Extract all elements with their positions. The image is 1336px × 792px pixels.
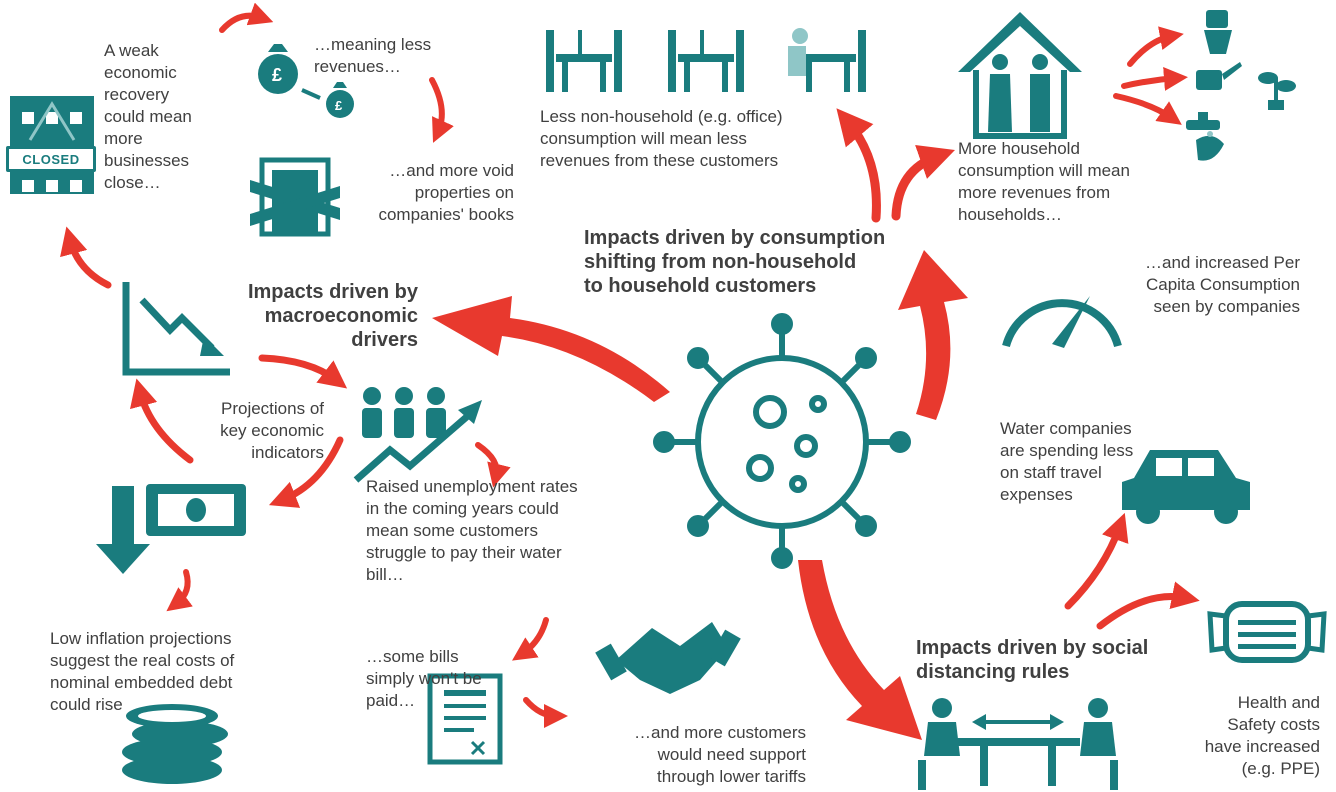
arrow-to-void <box>429 77 454 143</box>
people-growth-icon <box>353 387 482 483</box>
text-less-revenues: …meaning less revenues… <box>314 35 432 76</box>
arrow-to-unemployment <box>475 442 511 488</box>
closed-building-icon <box>10 96 94 194</box>
house-family-icon <box>958 12 1082 139</box>
plant-icon <box>1258 72 1296 110</box>
car-icon <box>1122 450 1250 524</box>
big-arrow-to-consumption <box>898 250 968 420</box>
arrow-to-cash <box>268 436 344 508</box>
handshake-icon <box>595 622 741 694</box>
virus-icon <box>653 313 911 569</box>
text-void-properties: …and more void properties on companies' … <box>378 161 514 224</box>
distanced-meeting-icon <box>918 698 1118 790</box>
office-table-icon <box>668 30 744 92</box>
arrow-to-non-household <box>836 108 881 223</box>
arrow-to-support <box>523 697 568 728</box>
declining-chart-icon <box>122 282 230 376</box>
arrow-chart-to-people <box>258 354 348 389</box>
text-unemployment: Raised unemployment rates in the coming … <box>366 477 578 584</box>
arrow-projections-to-chart <box>130 378 194 464</box>
big-arrow-to-macro <box>432 296 670 402</box>
svg-text:£: £ <box>335 98 343 113</box>
speedometer-icon <box>1002 296 1122 348</box>
closed-sign: CLOSED <box>6 146 96 172</box>
text-staff-travel: Water companies are spending less on sta… <box>1000 419 1134 504</box>
svg-text:£: £ <box>272 65 282 85</box>
arrow-to-watering <box>1121 66 1188 91</box>
arrow-to-mask <box>1096 581 1200 630</box>
money-bag-icon: £ £ <box>258 44 354 118</box>
office-table-icon <box>546 30 622 92</box>
arrow-to-bills <box>512 617 549 661</box>
coin-stack-icon <box>122 704 228 784</box>
heading-social-distancing: Impacts driven by social distancing rule… <box>916 637 1149 683</box>
arrow-to-car <box>1064 512 1129 610</box>
boarded-door-icon <box>250 157 340 237</box>
arrow-to-weak-recovery <box>60 226 112 289</box>
text-non-household: Less non-household (e.g. office) consump… <box>540 107 783 170</box>
text-weak-recovery: A weak economic recovery could mean more… <box>104 41 192 192</box>
hand-washing-icon <box>1196 131 1224 161</box>
arrow-to-inflation <box>166 569 193 612</box>
text-bills-unpaid: …some bills simply won't be paid… <box>366 647 482 710</box>
text-customer-support: …and more customers would need support t… <box>634 723 806 786</box>
text-household: More household consumption will mean mor… <box>958 139 1130 224</box>
watering-can-icon <box>1196 62 1242 90</box>
arrow-to-toilet <box>1127 26 1184 67</box>
text-low-inflation: Low inflation projections suggest the re… <box>50 629 235 714</box>
arrow-to-revenues <box>219 2 274 33</box>
flow-arrows <box>60 2 1200 728</box>
big-arrows <box>432 250 968 740</box>
arrow-to-tap <box>1113 93 1182 125</box>
text-projections: Projections of key economic indicators <box>220 399 324 462</box>
toilet-icon <box>1204 10 1232 54</box>
big-arrow-to-social <box>798 560 922 740</box>
text-health-safety: Health and Safety costs have increased (… <box>1204 693 1320 778</box>
cash-down-icon <box>96 484 246 574</box>
heading-consumption: Impacts driven by consumption shifting f… <box>584 227 886 297</box>
office-table-icon <box>788 28 866 92</box>
tap-icon <box>1186 112 1220 130</box>
heading-macroeconomic: Impacts driven by macroeconomic drivers <box>247 281 418 351</box>
document-icon <box>427 673 503 765</box>
text-per-capita: …and increased Per Capita Consumption se… <box>1145 253 1300 316</box>
arrow-to-household <box>891 144 955 221</box>
face-mask-icon <box>1207 601 1327 663</box>
